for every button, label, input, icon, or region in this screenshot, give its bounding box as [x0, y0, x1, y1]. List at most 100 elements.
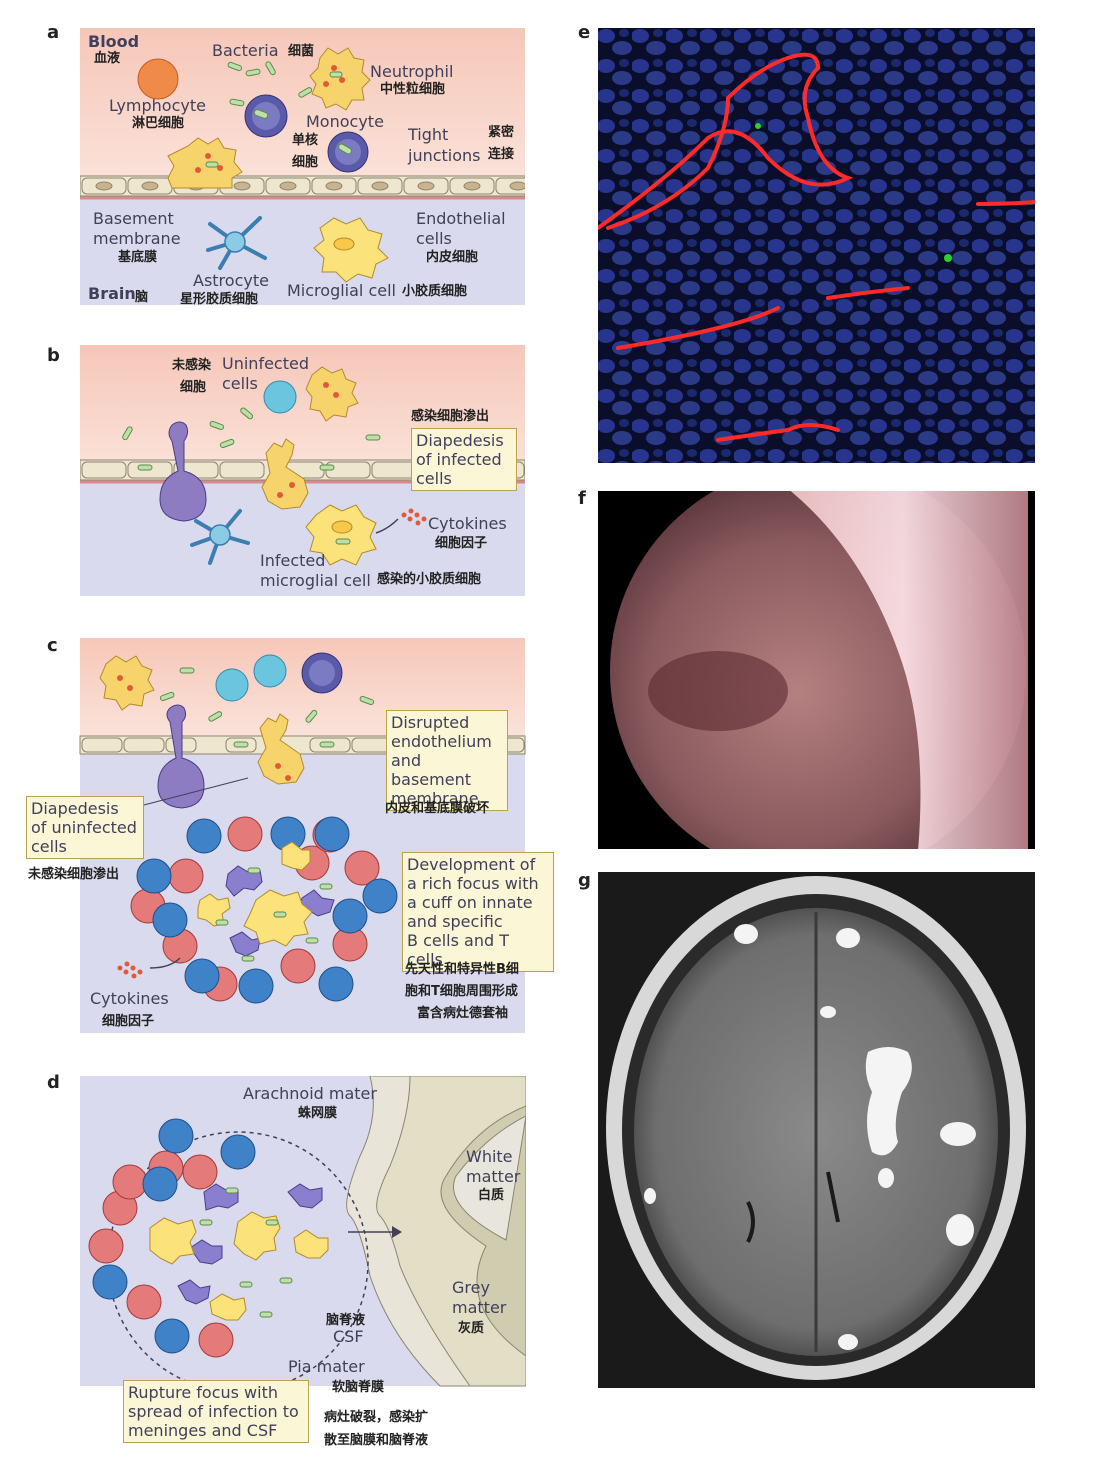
- label-white-matter: matter: [466, 1167, 521, 1186]
- label-white: White: [466, 1147, 513, 1166]
- label-uninfected-1: Uninfected: [222, 354, 309, 373]
- note-diapedesis-infected: Diapedesis of infected cells: [411, 428, 517, 491]
- panel-letter-g: g: [578, 870, 591, 891]
- note-line: Diapedesis: [31, 799, 119, 818]
- arrow-head: [392, 1226, 402, 1238]
- label-pia: Pia mater: [288, 1357, 365, 1376]
- label-endothelial-zh: 内皮细胞: [426, 250, 479, 265]
- panel-a: Blood 血液 Bacteria 细菌 Neutrophil 中性粒细胞 Ly…: [80, 28, 525, 307]
- microglial-cell: [313, 217, 389, 283]
- label-monocyte: Monocyte: [306, 112, 384, 131]
- label-neutrophil: Neutrophil: [370, 62, 454, 81]
- panel-e-micrograph: [598, 28, 1035, 463]
- panel-d: Arachnoid mater 蛛网膜 White matter 白质 Grey…: [80, 1076, 526, 1451]
- panel-b: 未感染 Uninfected 细胞 cells 感染细胞渗出 Diapedesi…: [80, 345, 525, 596]
- label-cytokines-zh: 细胞因子: [435, 536, 488, 551]
- label-astrocyte: Astrocyte: [193, 271, 269, 290]
- label-bacteria-zh: 细菌: [288, 44, 315, 59]
- label-dev-zh-2: 胞和T细胞周围形成: [405, 984, 518, 999]
- label-dev-zh-1: 先天性和特异性B细: [405, 962, 519, 977]
- transmigrating-neutrophil: [261, 438, 309, 510]
- panel-letter-d: d: [47, 1072, 60, 1093]
- label-disrupted-zh: 内皮和基底膜破坏: [385, 801, 490, 816]
- note-line: of uninfected: [31, 818, 137, 837]
- panel-a-diagram: [80, 28, 525, 305]
- endothelial-cell-row: [80, 175, 525, 197]
- panel-g-mri: [598, 872, 1035, 1388]
- neutrophil-cell: [99, 655, 155, 711]
- panel-letter-f: f: [578, 488, 586, 509]
- bacteria-group: [122, 407, 381, 471]
- label-neutrophil-zh: 中性粒细胞: [380, 82, 446, 97]
- uninfected-cell: [215, 668, 249, 702]
- note-line: cells: [416, 469, 452, 488]
- panel-f-endoscopy: [598, 491, 1035, 849]
- astrocyte-cell: [206, 216, 267, 270]
- arrow: [149, 957, 181, 969]
- label-csf-zh: 脑脊液: [326, 1313, 366, 1328]
- note-line: endothelium: [391, 732, 492, 751]
- note-line: B cells and T cells: [407, 931, 509, 969]
- label-diap-un-zh: 未感染细胞渗出: [28, 867, 120, 882]
- note-line: a rich focus with: [407, 874, 539, 893]
- label-arachnoid: Arachnoid mater: [243, 1084, 377, 1103]
- neutrophil-cell: [167, 137, 243, 189]
- panel-letter-c: c: [47, 635, 58, 656]
- label-infected: Infected: [260, 551, 326, 570]
- note-line: spread of infection to: [128, 1402, 299, 1421]
- note-diapedesis-uninfected: Diapedesis of uninfected cells: [26, 796, 144, 859]
- blood-region: [80, 28, 525, 188]
- note-line: Rupture focus with: [128, 1383, 278, 1402]
- note-line: cells: [31, 837, 67, 856]
- label-junctions: junctions: [408, 146, 481, 165]
- label-brain: Brain: [88, 284, 136, 303]
- neutrophil-cell: [309, 47, 371, 111]
- note-line: membrane: [391, 789, 479, 808]
- cytokine-dots: [117, 961, 143, 979]
- label-uninfected-zh-2: 细胞: [180, 380, 207, 395]
- label-endothelial: Endothelial: [416, 209, 506, 228]
- label-rupture-zh-1: 病灶破裂，感染扩: [324, 1410, 429, 1425]
- uninfected-cell: [263, 380, 297, 414]
- cytokine-dots: [401, 508, 427, 526]
- infected-microglial-cell: [305, 504, 377, 566]
- label-dev-zh-3: 富含病灶德套袖: [417, 1006, 509, 1021]
- uninfected-cell: [253, 654, 287, 688]
- label-tight-zh-2: 连接: [488, 147, 515, 162]
- label-csf: CSF: [333, 1327, 364, 1346]
- enhancing-lesions: [644, 924, 976, 1350]
- label-pia-zh: 软脑脊膜: [332, 1380, 385, 1395]
- label-basement: Basement: [93, 209, 174, 228]
- bacteria-group: [159, 667, 375, 748]
- note-development-focus: Development of a rich focus with a cuff …: [402, 852, 554, 972]
- brain-region: [80, 188, 525, 305]
- label-basement-zh: 基底膜: [118, 250, 158, 265]
- label-infected-zh: 感染的小胶质细胞: [377, 572, 482, 587]
- label-blood: Blood: [88, 32, 140, 51]
- label-diapedesis-zh: 感染细胞渗出: [411, 409, 490, 424]
- panel-c: Disrupted endothelium and basement membr…: [20, 638, 554, 1038]
- note-line: meninges and CSF: [128, 1421, 278, 1440]
- transmigrating-monocyte: [159, 421, 207, 522]
- endoscopy-image: [610, 491, 1028, 849]
- label-bacteria: Bacteria: [212, 41, 279, 60]
- arrow: [375, 518, 399, 534]
- label-membrane: membrane: [93, 229, 181, 248]
- mri-image: [606, 876, 1026, 1380]
- label-cytokines-c: Cytokines: [90, 989, 169, 1008]
- note-rupture-focus: Rupture focus with spread of infection t…: [123, 1380, 309, 1443]
- label-monocyte-zh-1: 单核: [292, 133, 319, 148]
- transmigrating-neutrophil: [257, 713, 305, 785]
- label-tight-zh-1: 紧密: [488, 125, 515, 140]
- lymphocyte-cell: [137, 58, 179, 100]
- label-brain-zh: 脑: [135, 290, 149, 305]
- label-rupture-zh-2: 散至脑膜和脑脊液: [324, 1433, 429, 1448]
- label-astrocyte-zh: 星形胶质细胞: [180, 292, 259, 307]
- note-line: Disrupted: [391, 713, 470, 732]
- label-microglial: Microglial cell: [287, 281, 396, 300]
- label-grey-matter: matter: [452, 1298, 507, 1317]
- label-lymphocyte-zh: 淋巴细胞: [132, 116, 185, 131]
- label-white-zh: 白质: [478, 1188, 505, 1203]
- label-microglial-zh: 小胶质细胞: [402, 284, 468, 299]
- note-line: Diapedesis: [416, 431, 504, 450]
